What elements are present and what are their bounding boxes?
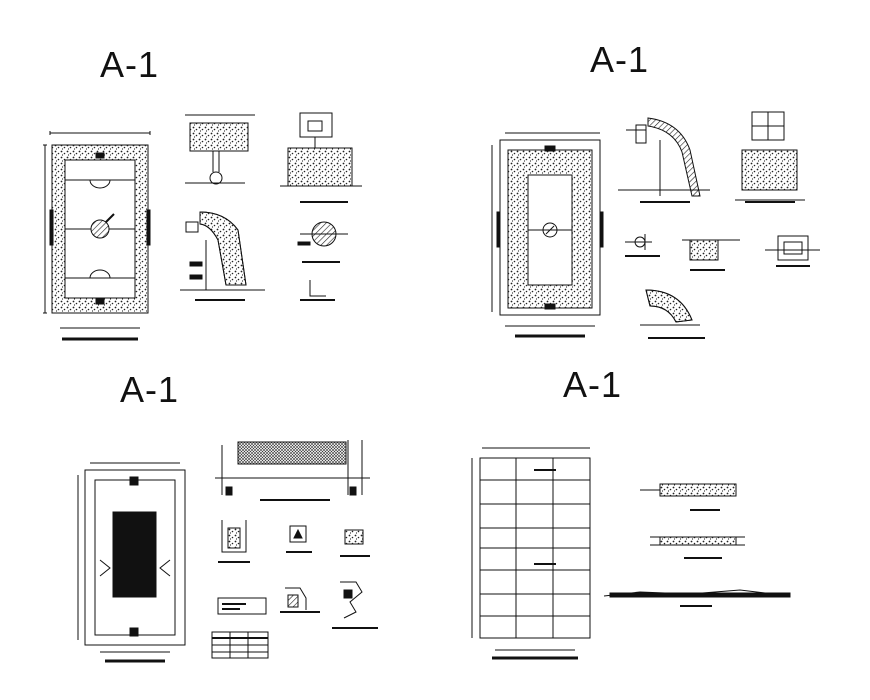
sheet-label-bottom-right: A-1 xyxy=(563,364,623,405)
fence-elevation-3 xyxy=(215,440,370,501)
court-plan-2 xyxy=(491,132,604,338)
footing-detail-1 xyxy=(297,221,348,301)
hoop-side-elevation-2 xyxy=(618,117,710,203)
sheet-label-top-right: A-1 xyxy=(590,39,650,80)
basket-net-elevation-1 xyxy=(280,112,362,203)
post-footing-details-3 xyxy=(218,520,378,629)
slab-joint-plan-4 xyxy=(471,447,591,660)
sheet-label-top-left: A-1 xyxy=(100,44,160,85)
backboard-front-elevation-1 xyxy=(185,114,255,185)
specification-tables-3 xyxy=(211,597,269,659)
backboard-elevation-2 xyxy=(735,111,805,203)
hoop-support-section-1 xyxy=(180,211,265,301)
court-plan-3 xyxy=(77,462,186,663)
sheet-label-bottom-left: A-1 xyxy=(120,369,180,410)
hoop-arm-section-2 xyxy=(640,289,705,339)
court-plan-1 xyxy=(43,131,151,341)
slab-section-details-4 xyxy=(603,483,791,607)
footing-details-2 xyxy=(625,234,820,271)
